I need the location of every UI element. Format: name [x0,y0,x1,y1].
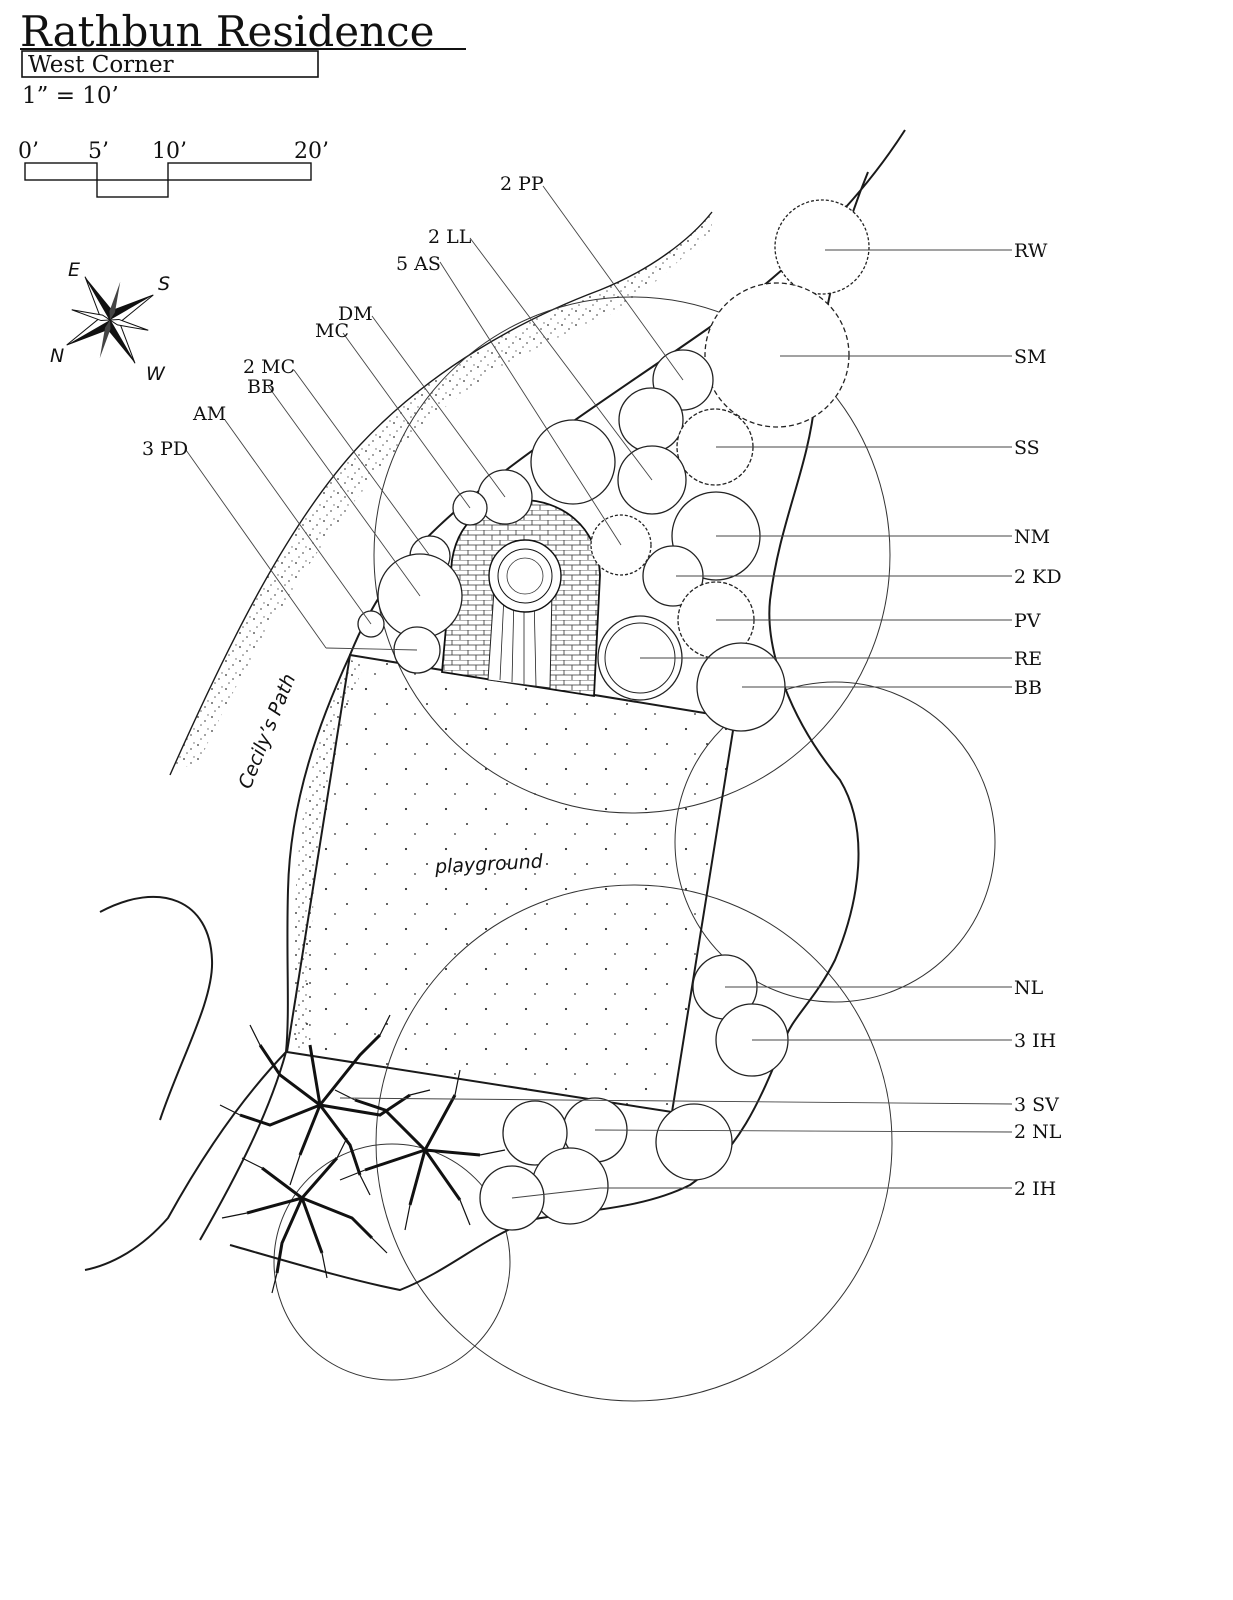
branching-trees [219,1014,506,1294]
label-sm: SM [1014,346,1046,368]
compass-e: E [68,259,80,281]
label-pv: PV [1014,610,1041,632]
stone-terrace [441,499,601,698]
right-labels: RW SM SS NM 2 KD PV RE BB NL 3 IH 3 SV 2… [1014,240,1062,1200]
leader-lines [185,185,1013,1199]
label-3sv: 3 SV [1014,1094,1059,1116]
label-3ih: 3 IH [1014,1030,1056,1052]
label-2ih: 2 IH [1014,1178,1056,1200]
path-edge [169,211,713,776]
compass-s: S [158,273,170,295]
label-re: RE [1014,648,1042,670]
label-mc: MC [315,320,349,342]
scale-tick-0: 0’ [18,139,39,164]
label-bb-left: BB [247,376,275,398]
compass-n: N [50,345,64,367]
label-nm: NM [1014,526,1050,548]
shrubs-north [357,199,870,732]
label-rw: RW [1014,240,1048,262]
label-bb-right: BB [1014,677,1042,699]
label-ss: SS [1014,437,1040,459]
compass-rose-icon [66,276,154,364]
playground-area [285,653,737,1114]
subtitle-box [21,50,319,78]
label-5as: 5 AS [396,253,441,275]
compass-w: W [146,363,166,385]
label-nl: NL [1014,977,1044,999]
scale-text: 1” = 10’ [22,83,119,109]
label-2kd: 2 KD [1014,566,1062,588]
scale-tick-10: 10’ [152,139,187,164]
subtitle: West Corner [28,52,174,78]
label-am: AM [192,403,226,425]
label-2mc: 2 MC [243,356,295,378]
label-2ll: 2 LL [428,226,472,248]
scale-bar: 0’ 5’ 10’ 20’ [18,139,329,198]
left-labels: 2 PP 2 LL 5 AS DM MC 2 MC BB AM 3 PD [142,173,544,460]
label-2nl: 2 NL [1014,1121,1062,1143]
lawn-edge [99,896,214,1121]
label-3pd: 3 PD [142,438,188,460]
scale-tick-5: 5’ [88,139,109,164]
scale-tick-20: 20’ [294,139,329,164]
label-dm: DM [338,303,373,325]
label-2pp: 2 PP [500,173,544,195]
page-title: Rathbun Residence [20,7,435,56]
path-label: Cecily’s Path [234,671,300,792]
